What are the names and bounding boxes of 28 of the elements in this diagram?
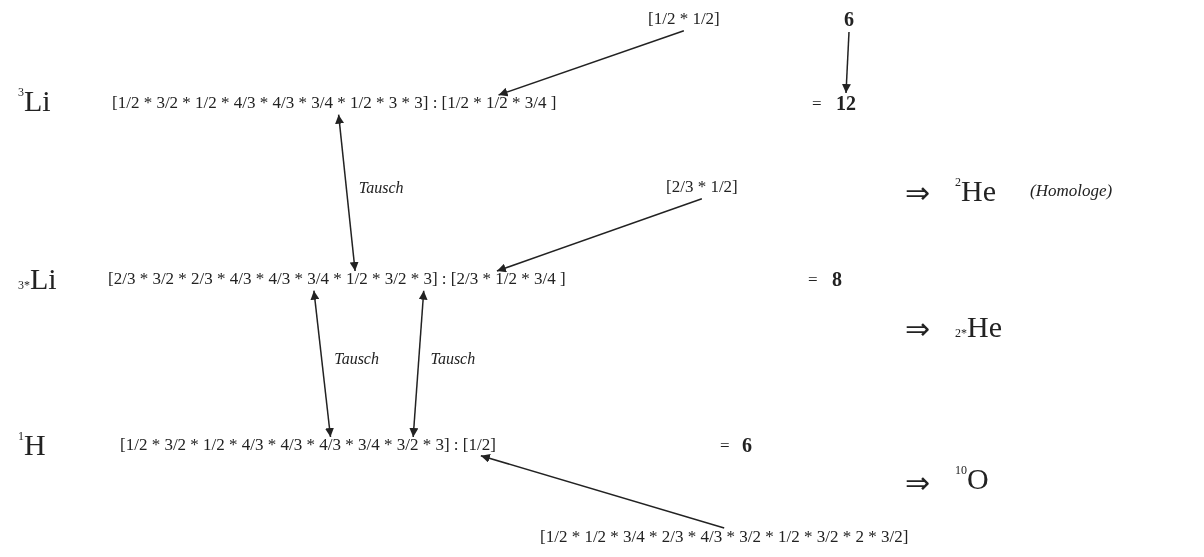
element-symbol: $^{2}$He <box>955 174 996 207</box>
arrow <box>480 453 725 529</box>
note-text: (Homologe) <box>1030 182 1113 201</box>
equals-sign: = <box>720 437 730 456</box>
double-arrow <box>335 113 359 272</box>
arrow <box>497 29 685 97</box>
equals-sign: = <box>812 95 822 114</box>
arrow <box>841 31 851 94</box>
formula-line: [2/3 * 3/2 * 2/3 * 4/3 * 4/3 * 3/4 * 1/2 * 3/2 * 3] : [2/3 * 1/2 * 3/4 ] <box>108 270 566 289</box>
implication-arrow: ⇒ <box>905 176 930 209</box>
result-number: 6 <box>844 8 854 30</box>
implication-arrow: ⇒ <box>905 312 930 345</box>
double-arrow <box>310 289 334 438</box>
implication-arrow: ⇒ <box>905 466 930 499</box>
arrow <box>496 197 703 273</box>
double-arrow <box>409 289 428 438</box>
fraction-term: [1/2 * 1/2 * 3/4 * 2/3 * 4/3 * 3/2 * 1/2 * 3/2 * 2 * 3/2] <box>540 528 909 547</box>
result-number: 8 <box>832 268 842 290</box>
element-symbol: $^{10}$O <box>955 462 989 495</box>
fraction-term: [2/3 * 1/2] <box>666 178 738 197</box>
equals-sign: = <box>808 271 818 290</box>
result-number: 12 <box>836 92 856 114</box>
result-number: 6 <box>742 434 752 456</box>
formula-line: [1/2 * 3/2 * 1/2 * 4/3 * 4/3 * 3/4 * 1/2 * 3 * 3] : [1/2 * 1/2 * 3/4 ] <box>112 94 557 113</box>
formula-line: [1/2 * 3/2 * 1/2 * 4/3 * 4/3 * 4/3 * 3/4 * 3/2 * 3] : [1/2] <box>120 436 496 455</box>
fraction-term: [1/2 * 1/2] <box>648 10 720 29</box>
element-symbol: $^{3}$Li <box>18 84 51 117</box>
element-symbol: $^{1}$H <box>18 428 46 461</box>
